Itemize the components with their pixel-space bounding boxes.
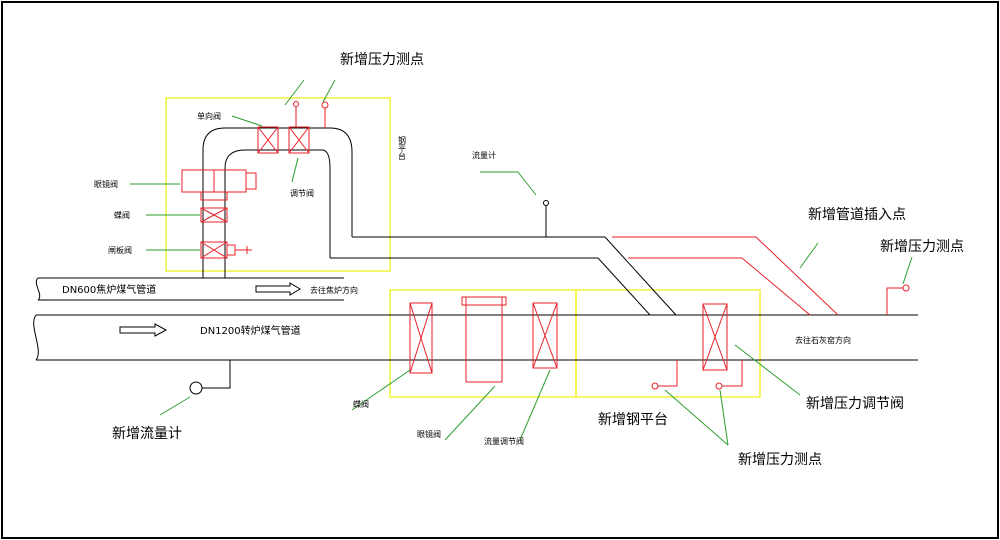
label-pipe-dn1200: DN1200转炉煤气管道 bbox=[200, 324, 301, 337]
arrow-dn1200-icon bbox=[119, 323, 168, 337]
flow-meter-symbols bbox=[189, 200, 549, 395]
label-gate-valve: 闸板阀 bbox=[108, 245, 132, 255]
label-butterfly-valve-bottom: 蝶阀 bbox=[353, 399, 369, 409]
leader-lines bbox=[130, 79, 913, 446]
label-new-steel-platform: 新增钢平台 bbox=[598, 412, 668, 428]
flow-regulating-valve bbox=[532, 302, 558, 369]
label-to-limekiln: 去往石灰窑方向 bbox=[795, 335, 851, 345]
label-pressure-point-bottom: 新增压力测点 bbox=[738, 452, 822, 468]
label-regulating-valve-top: 调节阀 bbox=[290, 189, 314, 198]
label-pipe-dn600: DN600焦炉煤气管道 bbox=[62, 283, 156, 296]
pipe-dn1200 bbox=[33, 314, 918, 361]
new-pressure-regulating-valve bbox=[702, 303, 728, 371]
pipe-dn600 bbox=[35, 277, 344, 301]
label-flow-regulating-valve: 流量调节阀 bbox=[484, 436, 524, 446]
label-flow-meter-top: 流量计 bbox=[472, 150, 496, 160]
flow-arrows bbox=[119, 282, 301, 337]
check-valve bbox=[257, 126, 279, 154]
new-steel-platform bbox=[575, 289, 761, 398]
regulating-valve-top bbox=[288, 126, 310, 154]
valves-main bbox=[409, 284, 910, 390]
label-check-valve: 单向阀 bbox=[197, 111, 221, 121]
label-butterfly-valve-left: 蝶阀 bbox=[114, 210, 130, 220]
butterfly-valve-bottom bbox=[409, 302, 433, 374]
flow-meter-icon bbox=[543, 200, 549, 206]
label-to-coke-oven: 去往焦炉方向 bbox=[310, 285, 358, 295]
label-blind-valve-bottom: 眼镜阀 bbox=[417, 429, 441, 439]
label-new-pipe-insert: 新增管道插入点 bbox=[808, 207, 906, 223]
label-pressure-point-top: 新增压力测点 bbox=[340, 52, 424, 68]
label-new-pressure-regulating-valve: 新增压力调节阀 bbox=[806, 396, 904, 412]
arrow-coke-oven-icon bbox=[255, 282, 301, 296]
label-steel-platform-vertical: 钢平台 bbox=[398, 135, 407, 161]
new-flow-meter-icon bbox=[189, 381, 203, 395]
butterfly-valve-left bbox=[200, 207, 228, 223]
label-new-flow-meter: 新增流量计 bbox=[112, 426, 182, 442]
valves-branch bbox=[181, 101, 329, 259]
new-pipe bbox=[612, 236, 839, 316]
label-pressure-point-right: 新增压力测点 bbox=[880, 239, 964, 255]
label-blind-valve-left: 眼镜阀 bbox=[94, 179, 118, 189]
